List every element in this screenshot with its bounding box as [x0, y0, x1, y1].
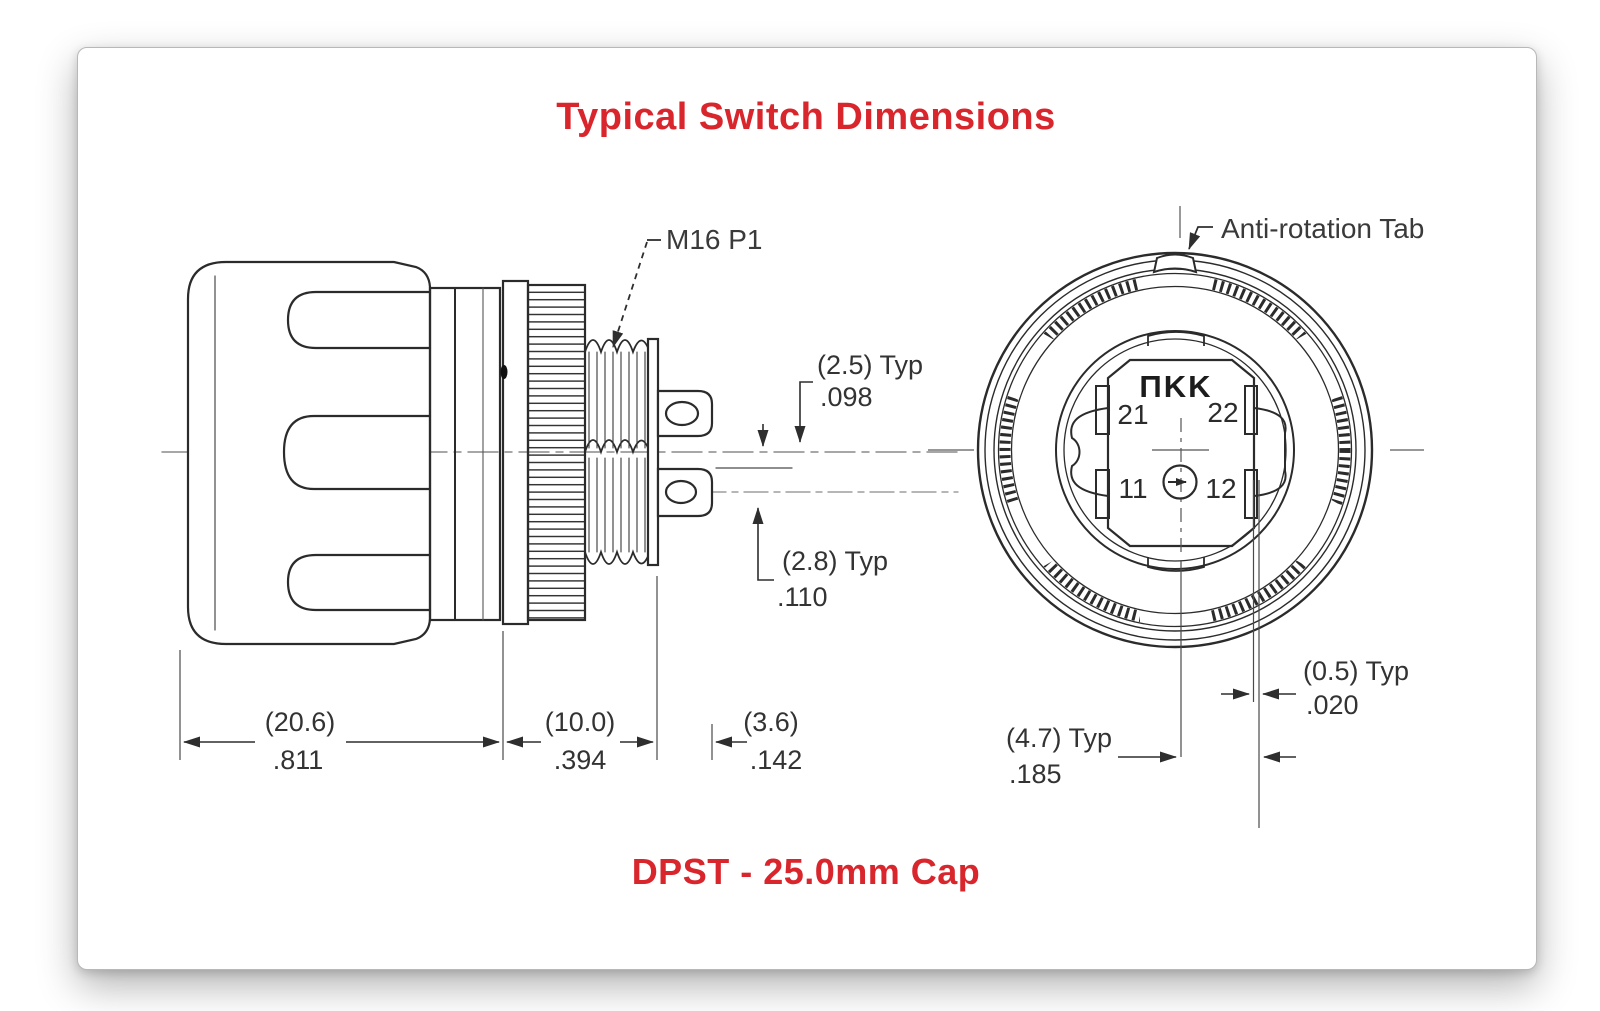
cap-grip-bar-middle — [282, 414, 432, 491]
bushing-ring — [1055, 330, 1295, 570]
cap-outer-ring — [976, 251, 1374, 649]
terminal-upper-hole — [664, 400, 700, 427]
terminal-bar-22 — [1244, 385, 1258, 435]
dim-bushing-length-metric: (10.0) — [545, 707, 616, 737]
terminal-bar-21 — [1095, 385, 1110, 435]
dim-terminal-thickness-inch: .020 — [1306, 690, 1359, 720]
thread-label: M16 P1 — [666, 224, 763, 255]
serration-ring — [999, 274, 1351, 626]
front-extension-lines — [1180, 480, 1260, 828]
cap-outline — [186, 260, 432, 646]
knurl-ring — [526, 283, 587, 622]
body-bottom-tab — [1147, 557, 1205, 572]
dim-thread-protrusion-inch: .142 — [750, 745, 803, 775]
terminal-label-21: 21 — [1117, 399, 1148, 430]
dim-cap-depth-metric: (20.6) — [265, 707, 336, 737]
dim-lower-terminal-metric: (2.8) Typ — [782, 546, 888, 576]
thread-callout-leader — [612, 241, 648, 348]
bezel-body — [428, 286, 502, 622]
terminal-label-22: 22 — [1207, 397, 1238, 428]
dim-upper-terminal — [757, 381, 813, 447]
dim-thread-protrusion-metric: (3.6) — [743, 707, 799, 737]
dim-upper-terminal-metric: (2.5) Typ — [817, 350, 923, 380]
dim-terminal-thickness-metric: (0.5) Typ — [1303, 656, 1409, 686]
thread-callout — [612, 239, 661, 348]
terminal-lower-hole — [664, 479, 698, 505]
cap-grip-bar-top — [286, 290, 432, 350]
body-top-tab — [1147, 331, 1205, 346]
flange-mark — [500, 365, 508, 379]
dim-terminal-offset-inch: .185 — [1009, 759, 1062, 789]
terminal-label-11: 11 — [1118, 473, 1147, 504]
dim-terminal-offset-metric: (4.7) Typ — [1006, 723, 1112, 753]
terminal-bar-11 — [1095, 469, 1110, 519]
dim-bushing-length-inch: .394 — [554, 745, 607, 775]
side-view-drawing — [161, 260, 963, 646]
bottom-dimensions — [179, 576, 747, 760]
dim-lower-terminal — [752, 507, 774, 581]
serration-inner-edge — [1010, 285, 1340, 615]
orientation-mark — [1162, 464, 1198, 500]
page-title: Typical Switch Dimensions — [556, 96, 1056, 138]
anti-rotation-tab — [1152, 253, 1198, 274]
nkk-logo: ΠKK — [1139, 369, 1212, 404]
terminal-bar-12 — [1244, 469, 1258, 519]
dim-lower-terminal-inch: .110 — [777, 582, 828, 612]
mounting-plate — [646, 337, 660, 567]
front-view-drawing — [928, 251, 1424, 649]
cap-grip-bar-bottom — [286, 553, 432, 612]
terminal-lower — [656, 467, 714, 518]
terminal-label-12: 12 — [1205, 473, 1236, 504]
dim-cap-depth-inch: .811 — [273, 745, 324, 775]
terminal-upper — [656, 389, 714, 438]
tab-label: Anti-rotation Tab — [1221, 213, 1424, 244]
dim-upper-terminal-inch: .098 — [820, 382, 873, 412]
tab-callout-leader — [1188, 226, 1213, 250]
drawing-caption: DPST - 25.0mm Cap — [631, 851, 981, 892]
wing-right — [1253, 407, 1287, 497]
serration-outer-edge — [997, 272, 1353, 628]
keyway-wing-left — [1070, 407, 1109, 497]
